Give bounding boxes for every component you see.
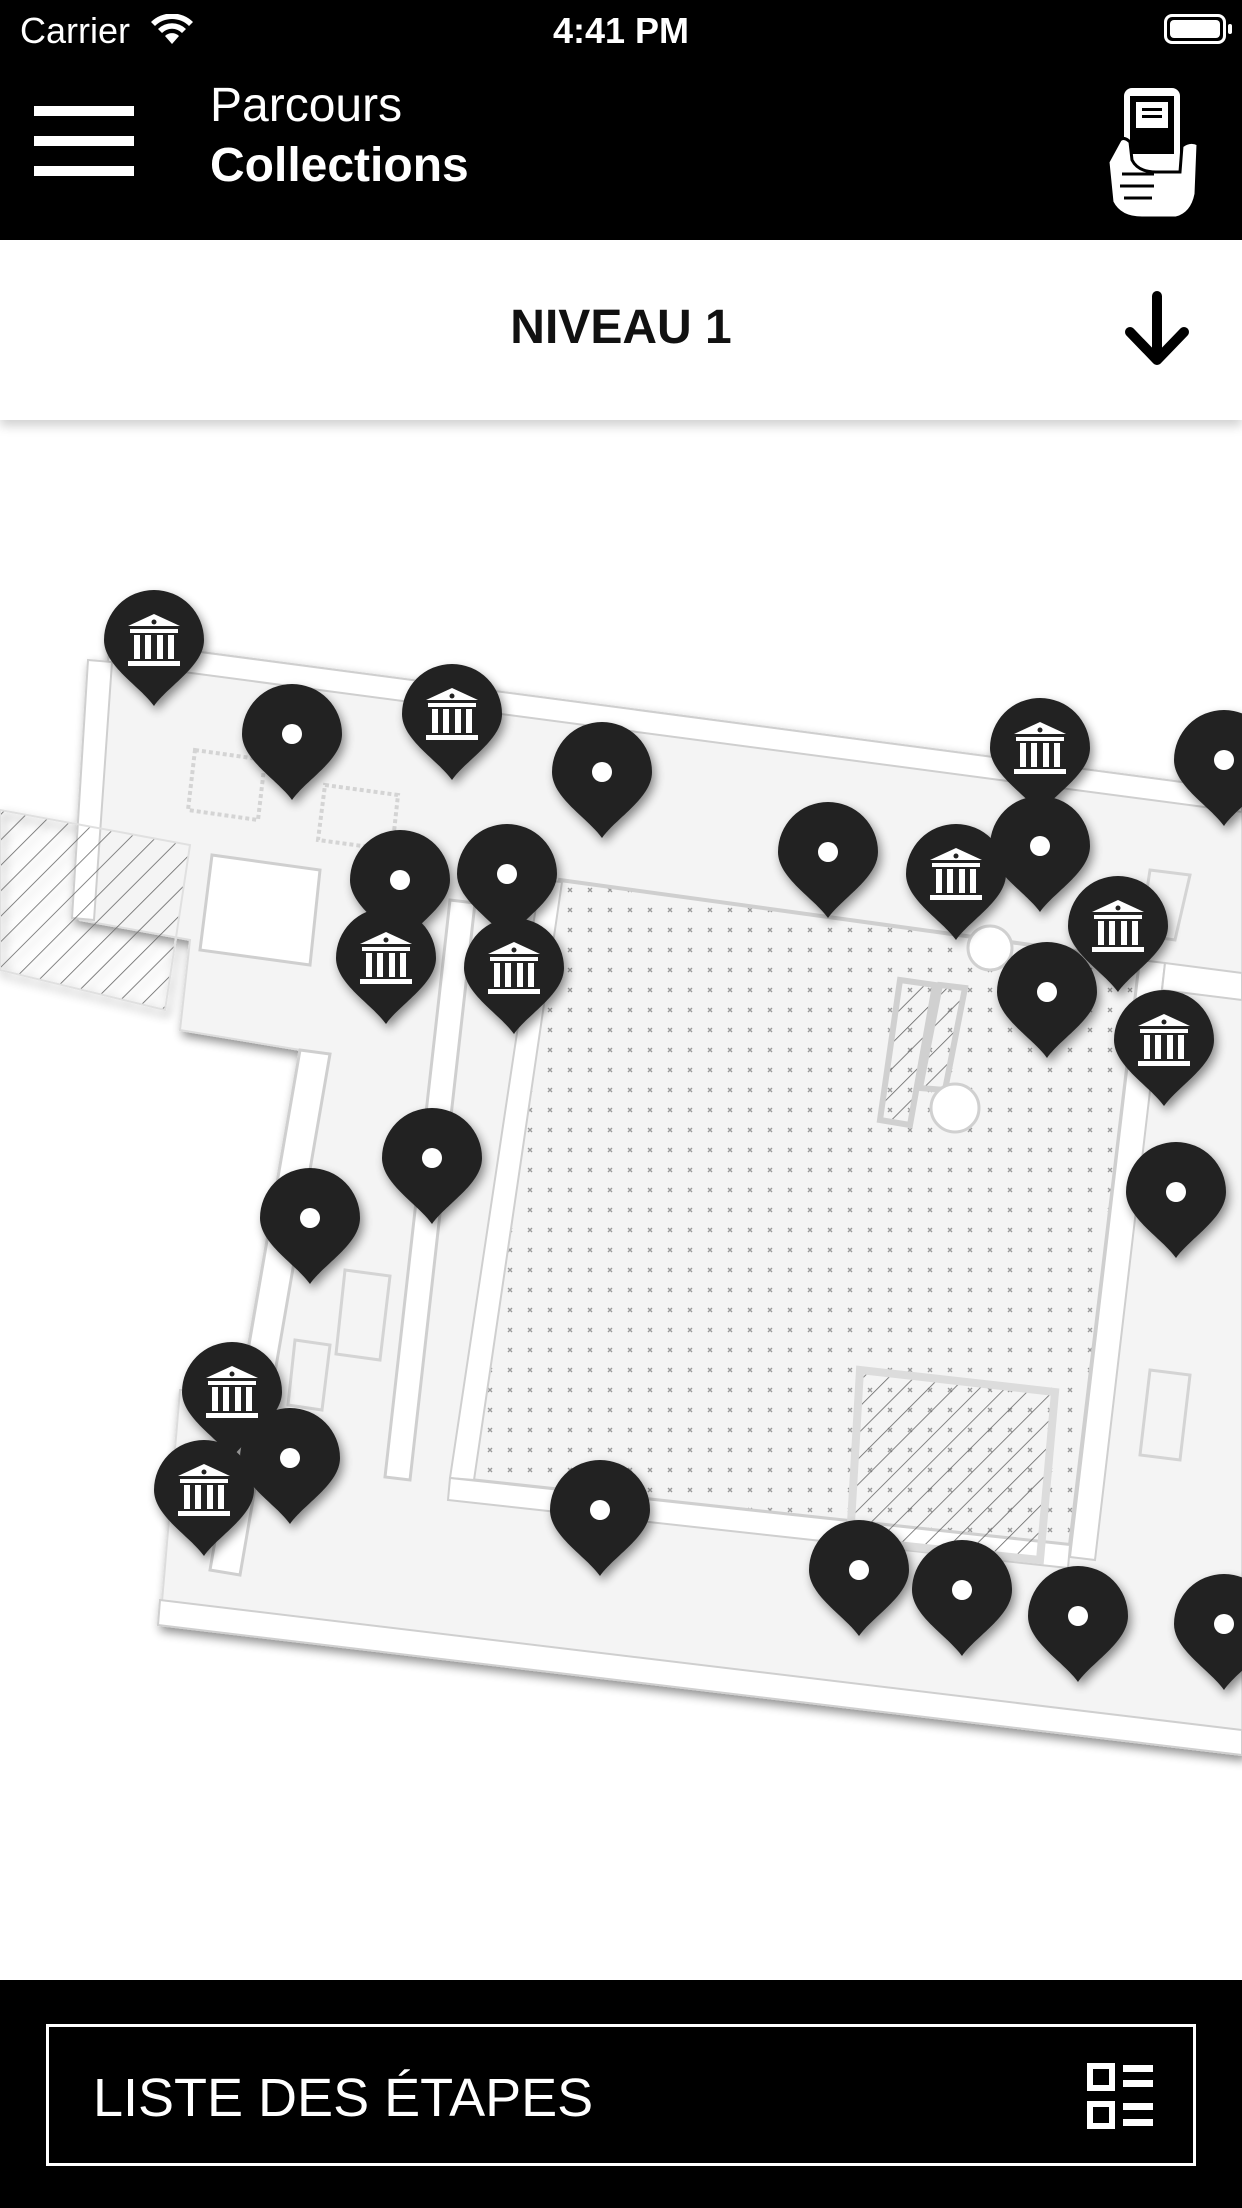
- wifi-icon: [151, 14, 193, 44]
- app-header: Parcours Collections: [0, 62, 1242, 240]
- hamburger-icon: [34, 106, 134, 116]
- hamburger-icon-line: [34, 166, 134, 176]
- grid-list-icon: [1087, 2063, 1153, 2129]
- status-time: 4:41 PM: [552, 10, 690, 51]
- steps-list-button[interactable]: LISTE DES ÉTAPES: [46, 2024, 1196, 2166]
- hand-phone-icon[interactable]: [1102, 84, 1202, 220]
- bottom-bar: LISTE DES ÉTAPES: [0, 1980, 1242, 2208]
- floor-map[interactable]: [0, 420, 1242, 1980]
- arrow-down-icon[interactable]: [1122, 290, 1192, 370]
- battery-icon: [1164, 14, 1232, 44]
- hamburger-menu-button[interactable]: [34, 106, 134, 176]
- header-title: Collections: [210, 139, 469, 192]
- header-titles: Parcours Collections: [210, 76, 469, 196]
- hamburger-icon-line: [34, 136, 134, 146]
- header-subtitle: Parcours: [210, 79, 403, 132]
- level-label: NIVEAU 1: [510, 301, 732, 354]
- level-selector[interactable]: NIVEAU 1: [0, 240, 1242, 420]
- carrier-label: Carrier: [20, 10, 131, 51]
- status-bar: Carrier 4:41 PM: [0, 0, 1242, 62]
- floor-plan: [0, 590, 1242, 1757]
- steps-list-label: LISTE DES ÉTAPES: [93, 2068, 594, 2128]
